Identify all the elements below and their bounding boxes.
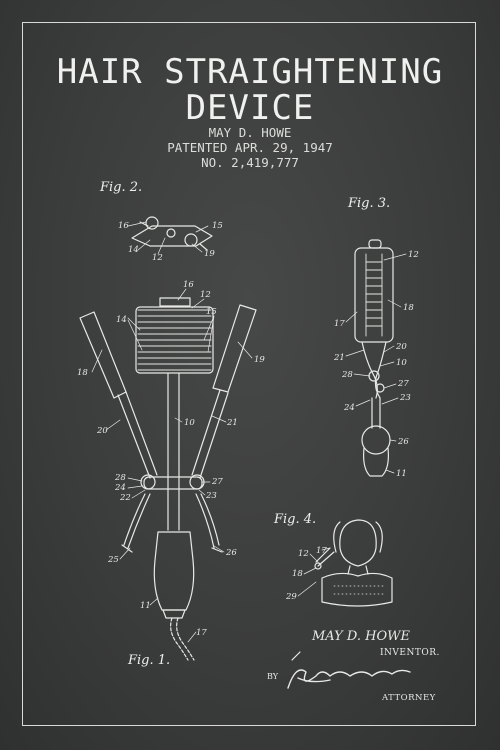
callout: 27 (397, 379, 409, 389)
title-line-2: DEVICE (185, 88, 315, 128)
fig-2-callouts: 16 15 14 12 19 (118, 221, 223, 263)
leader-lines (91, 221, 407, 643)
callout: 15 (212, 221, 223, 231)
callout: 16 (118, 221, 129, 231)
callout: 12 (152, 253, 163, 263)
callout: 23 (205, 491, 217, 501)
callout: 24 (343, 403, 355, 413)
callout: 14 (128, 245, 139, 255)
fig-3-label: Fig. 3. (347, 196, 390, 211)
callout: 12 (408, 250, 419, 260)
figure-4-drawing (314, 519, 393, 607)
callout: 23 (399, 393, 411, 403)
attorney-label: ATTORNEY (382, 693, 436, 703)
callout: 22 (119, 493, 131, 503)
title-line-1: HAIR STRAIGHTENING (56, 52, 444, 92)
figure-3-drawing (354, 239, 394, 477)
callout: 28 (114, 473, 126, 483)
fig-2-label: Fig. 2. (99, 180, 142, 195)
patent-date: PATENTED APR. 29, 1947 (167, 140, 333, 155)
callout: 26 (225, 548, 237, 558)
callout: 17 (334, 319, 345, 329)
by-label: BY (267, 672, 279, 681)
patent-number: NO. 2,419,777 (201, 155, 299, 170)
inventor-signature-name: MAY D. HOWE (312, 629, 410, 644)
callout: 27 (211, 477, 223, 487)
callout: 21 (333, 353, 345, 363)
figure-2-drawing (131, 216, 213, 251)
callout: 19 (204, 249, 215, 259)
callout: 16 (183, 280, 194, 290)
callout: 18 (77, 368, 88, 378)
callout: 12 (298, 549, 309, 559)
callout: 21 (226, 418, 238, 428)
callout: 11 (396, 469, 407, 479)
callout: 18 (403, 303, 414, 313)
callout: 17 (196, 628, 207, 638)
fig-4-callouts: 12 17 18 29 (285, 546, 327, 602)
callout: 17 (316, 546, 327, 556)
callout: 10 (396, 358, 407, 368)
inventor-label: INVENTOR. (380, 648, 440, 658)
fig-1-label: Fig. 1. (127, 653, 170, 668)
callout: 14 (116, 315, 127, 325)
callout: 15 (206, 307, 217, 317)
callout: 20 (96, 426, 108, 436)
poster-frame (22, 22, 476, 726)
callout: 25 (107, 555, 119, 565)
callout: 18 (292, 569, 303, 579)
callout: 11 (140, 601, 151, 611)
fig-1-callouts: 16 12 14 15 18 19 10 20 21 28 24 22 27 2… (77, 280, 265, 638)
fig-3-callouts: 12 18 17 21 20 10 28 27 24 23 26 11 (333, 250, 419, 479)
callout: 26 (397, 437, 409, 447)
callout: 24 (114, 483, 126, 493)
inventor-line: MAY D. HOWE (208, 125, 292, 140)
callout: 12 (200, 290, 211, 300)
callout: 10 (184, 418, 195, 428)
callout: 28 (341, 370, 353, 380)
attorney-signature (287, 669, 411, 689)
callout: 29 (285, 592, 297, 602)
figure-1-drawing (79, 297, 257, 661)
callout: 20 (395, 342, 407, 352)
callout: 19 (254, 355, 265, 365)
fig-4-label: Fig. 4. (273, 512, 316, 527)
